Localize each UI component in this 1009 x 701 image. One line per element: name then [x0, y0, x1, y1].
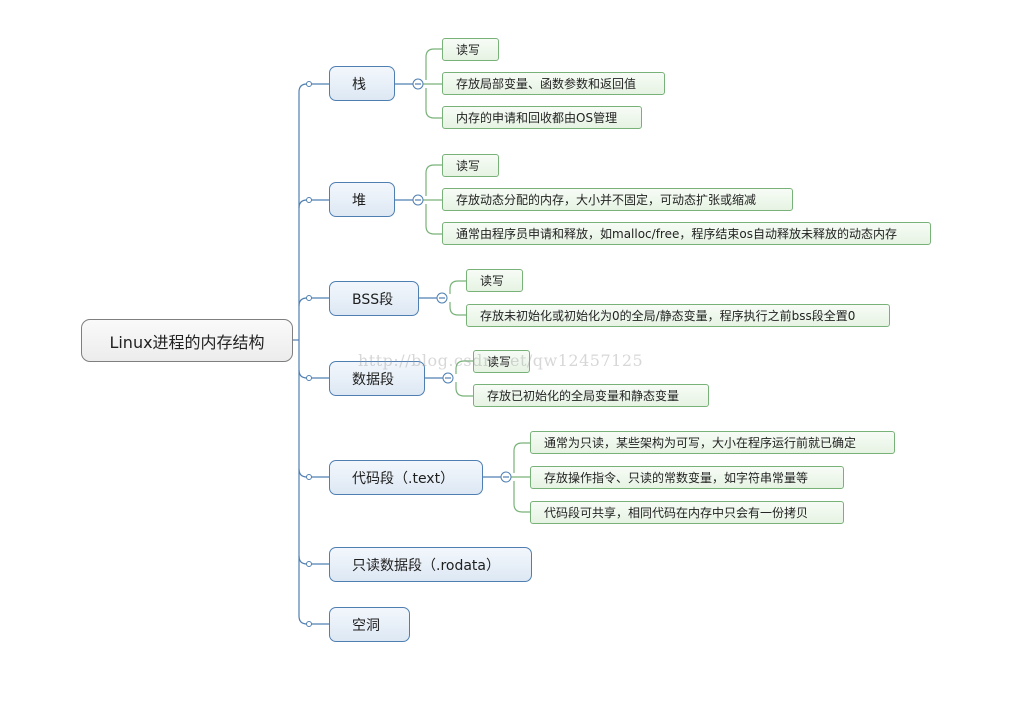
branch-dot-2 — [306, 295, 312, 301]
leaf-bss-1[interactable]: 读写 — [466, 269, 523, 292]
leaf-connector-0-0 — [425, 48, 442, 80]
leaf-connector-0-2 — [425, 88, 442, 119]
branch-connector-4 — [298, 468, 329, 478]
branch-connector-1 — [298, 199, 329, 209]
branch-connector-5 — [298, 555, 329, 565]
branch-text[interactable]: 代码段（.text） — [329, 460, 483, 495]
leaf-connector-2-0 — [449, 280, 466, 294]
leaf-heap-2[interactable]: 存放动态分配的内存，大小并不固定，可动态扩张或缩减 — [442, 188, 793, 211]
branch-data[interactable]: 数据段 — [329, 361, 425, 396]
leaf-connector-4-0 — [513, 442, 530, 473]
branch-stack[interactable]: 栈 — [329, 66, 395, 101]
leaf-stack-3[interactable]: 内存的申请和回收都由OS管理 — [442, 106, 642, 129]
branch-connector-0 — [298, 83, 329, 93]
leaf-text-3[interactable]: 代码段可共享，相同代码在内存中只会有一份拷贝 — [530, 501, 844, 524]
leaf-stack-1[interactable]: 读写 — [442, 38, 499, 61]
branch-dot-4 — [306, 474, 312, 480]
branch-dot-3 — [306, 375, 312, 381]
branch-bss[interactable]: BSS段 — [329, 281, 419, 316]
leaf-stack-2[interactable]: 存放局部变量、函数参数和返回值 — [442, 72, 665, 95]
leaf-bss-2[interactable]: 存放未初始化或初始化为0的全局/静态变量，程序执行之前bss段全置0 — [466, 304, 890, 327]
leaf-text-2[interactable]: 存放操作指令、只读的常数变量，如字符串常量等 — [530, 466, 844, 489]
leaf-data-2[interactable]: 存放已初始化的全局变量和静态变量 — [473, 384, 709, 407]
leaf-heap-1[interactable]: 读写 — [442, 154, 499, 177]
watermark-text: http://blog.csdn.net/qw12457125 — [358, 351, 644, 370]
branch-dot-0 — [306, 81, 312, 87]
leaf-connector-1-2 — [425, 204, 442, 235]
branch-connector-2 — [298, 297, 329, 307]
branch-rodata[interactable]: 只读数据段（.rodata） — [329, 547, 532, 582]
leaf-data-1[interactable]: 读写 — [473, 350, 530, 373]
branch-connector-6 — [298, 615, 329, 625]
branch-connector-3 — [298, 369, 329, 379]
leaf-connector-1-0 — [425, 164, 442, 196]
leaf-text-1[interactable]: 通常为只读，某些架构为可写，大小在程序运行前就已确定 — [530, 431, 895, 454]
branch-dot-5 — [306, 561, 312, 567]
branch-dot-1 — [306, 197, 312, 203]
leaf-connector-3-0 — [455, 360, 473, 374]
leaf-heap-3[interactable]: 通常由程序员申请和释放，如malloc/free，程序结束os自动释放未释放的动… — [442, 222, 931, 245]
leaf-connector-2-1 — [449, 302, 466, 316]
leaf-connector-4-2 — [513, 481, 530, 513]
branch-hole[interactable]: 空洞 — [329, 607, 410, 642]
root-node[interactable]: Linux进程的内存结构 — [81, 319, 293, 362]
branch-dot-6 — [306, 621, 312, 627]
leaf-connector-3-1 — [455, 382, 473, 397]
branch-heap[interactable]: 堆 — [329, 182, 395, 217]
